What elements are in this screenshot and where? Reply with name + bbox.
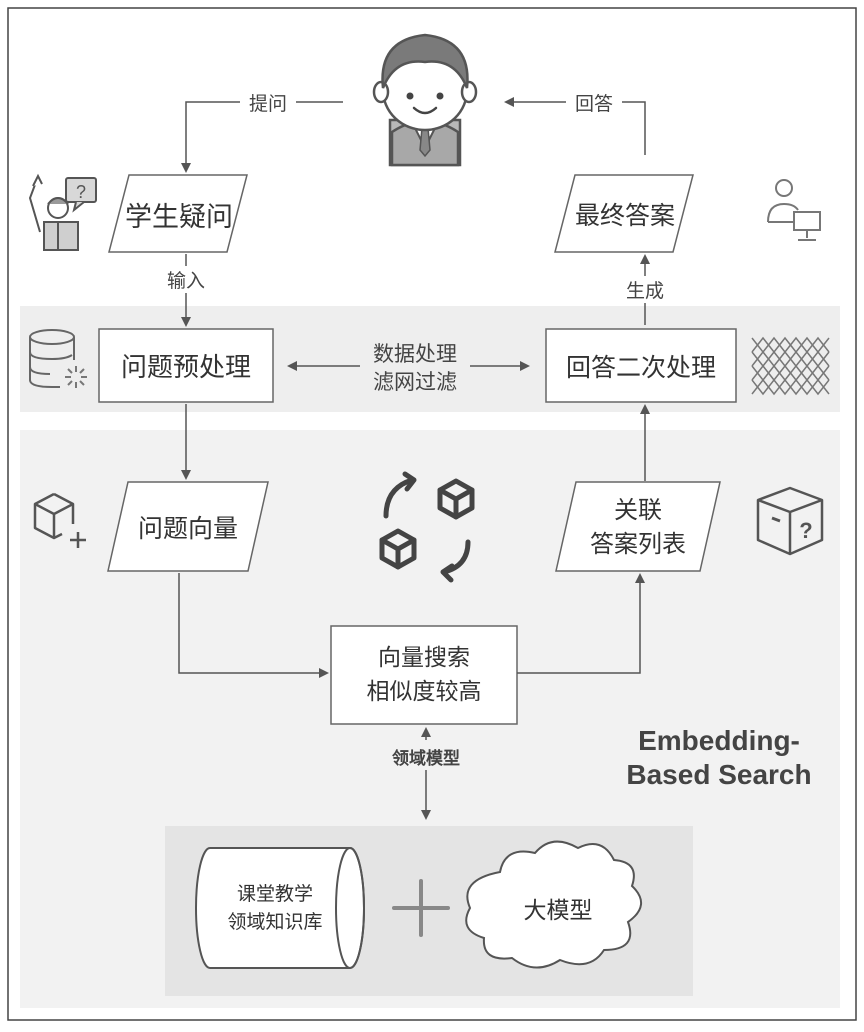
- vector-search-shape: [330, 625, 518, 725]
- plus-icon: [392, 879, 450, 937]
- svg-text:?: ?: [76, 182, 86, 202]
- cube-question-icon: ?: [756, 486, 824, 556]
- filter-edge-label: 数据处理 滤网过滤: [356, 340, 474, 396]
- cube-cycle-icon: [379, 471, 475, 583]
- question-shape: [108, 174, 248, 253]
- preprocess-shape: [98, 328, 274, 403]
- domain-model-edge-label: 领域模型: [392, 749, 460, 769]
- related-answers-shape: [555, 481, 721, 572]
- title-line1: Embedding-: [638, 725, 800, 756]
- net-filter-icon: [751, 336, 830, 396]
- knowledge-base-shape: [195, 847, 365, 969]
- embedding-search-title: Embedding- Based Search: [604, 724, 834, 792]
- cube-add-icon: [33, 492, 86, 548]
- ask-edge-label: 提问: [240, 89, 296, 116]
- answer-edge-label: 回答: [566, 89, 622, 116]
- filter-edge-line2: 滤网过滤: [373, 370, 457, 394]
- svg-text:?: ?: [799, 518, 812, 543]
- title-line2: Based Search: [626, 759, 812, 790]
- outer-frame: [7, 7, 857, 1021]
- postprocess-shape: [545, 328, 737, 403]
- user-computer-icon: [767, 179, 821, 241]
- vector-to-search-arrow: [178, 573, 329, 678]
- search-to-related-arrow: [517, 573, 645, 674]
- llm-cloud-shape: [465, 840, 642, 969]
- generate-edge-label: 生成: [614, 276, 676, 303]
- answer-arrow: [504, 97, 646, 155]
- final-answer-shape: [554, 174, 694, 253]
- question-vector-shape: [107, 481, 269, 572]
- input-edge-label: 输入: [156, 266, 216, 293]
- database-settings-icon: [29, 329, 87, 388]
- filter-edge-line1: 数据处理: [373, 342, 457, 366]
- student-avatar-icon: [372, 33, 478, 167]
- raising-hand-icon: ?: [28, 173, 97, 251]
